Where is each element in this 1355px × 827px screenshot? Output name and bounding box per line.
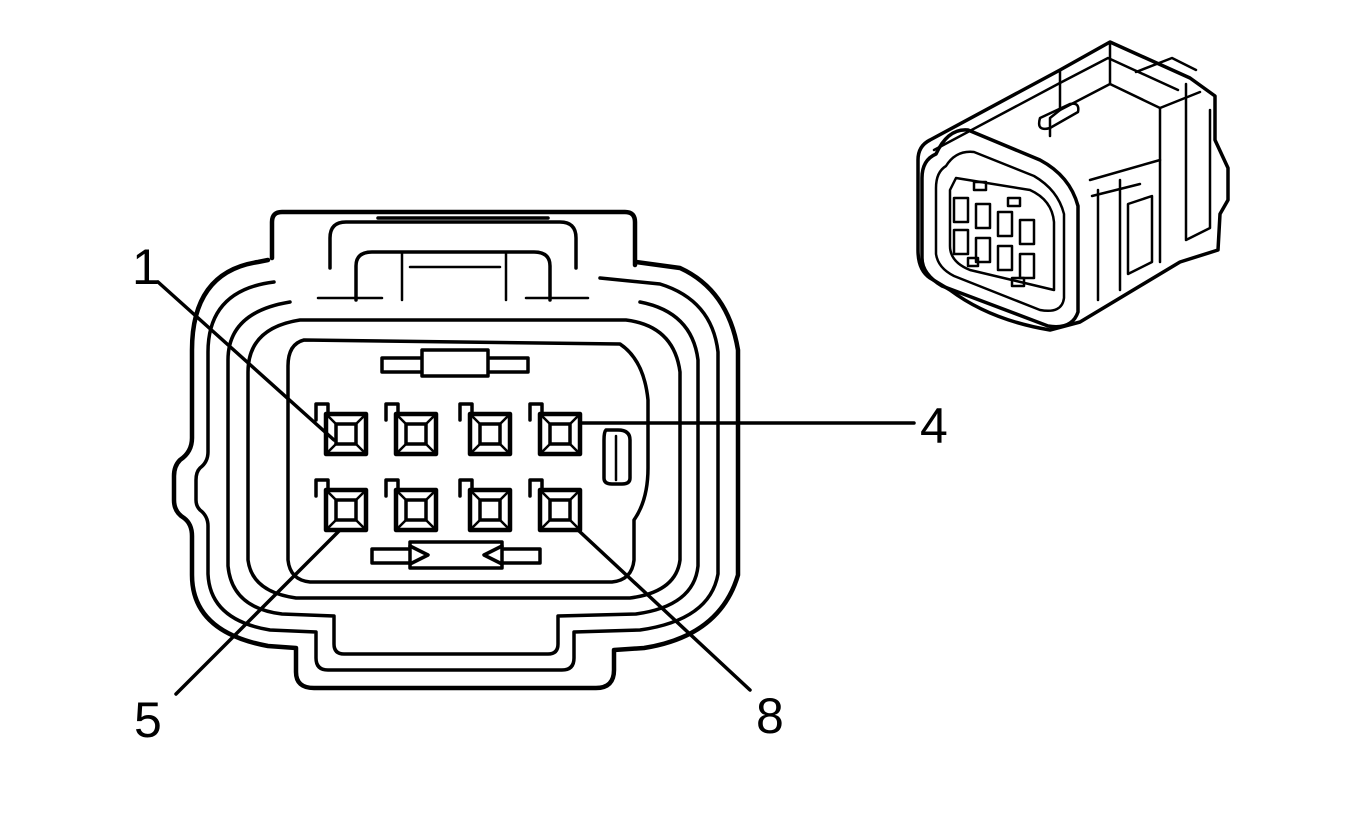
pin-label-5: 5 [134, 692, 162, 748]
leader-pin-8 [576, 528, 752, 692]
leader-lines [156, 280, 916, 696]
pin-label-1: 1 [132, 239, 160, 295]
connector-isometric-view [916, 40, 1230, 332]
terminal-cavity-8 [528, 478, 583, 533]
housing-outer [171, 257, 741, 691]
bottom-key [370, 540, 542, 570]
seal-ring-middle [226, 300, 700, 656]
terminal-cavities [314, 402, 583, 533]
seal-ring-outer [194, 276, 720, 672]
side-rib [602, 428, 632, 486]
seal-ring-inner [246, 318, 682, 600]
terminal-cavity-2 [384, 402, 439, 457]
lock-tab [269, 209, 638, 302]
terminal-cavity-3 [458, 402, 513, 457]
connector-face-view: 1 4 5 8 [132, 209, 948, 748]
cavity-frame [286, 338, 650, 584]
pin-label-8: 8 [756, 688, 784, 744]
terminal-cavity-7 [458, 478, 513, 533]
isometric-pin-cavities [952, 180, 1036, 288]
top-key [380, 348, 530, 378]
pin-label-4: 4 [920, 398, 948, 454]
terminal-cavity-5 [314, 478, 369, 533]
terminal-cavity-6 [384, 478, 439, 533]
leader-pin-5 [174, 528, 342, 696]
terminal-cavity-4 [528, 402, 583, 457]
leader-pin-1 [156, 280, 336, 442]
